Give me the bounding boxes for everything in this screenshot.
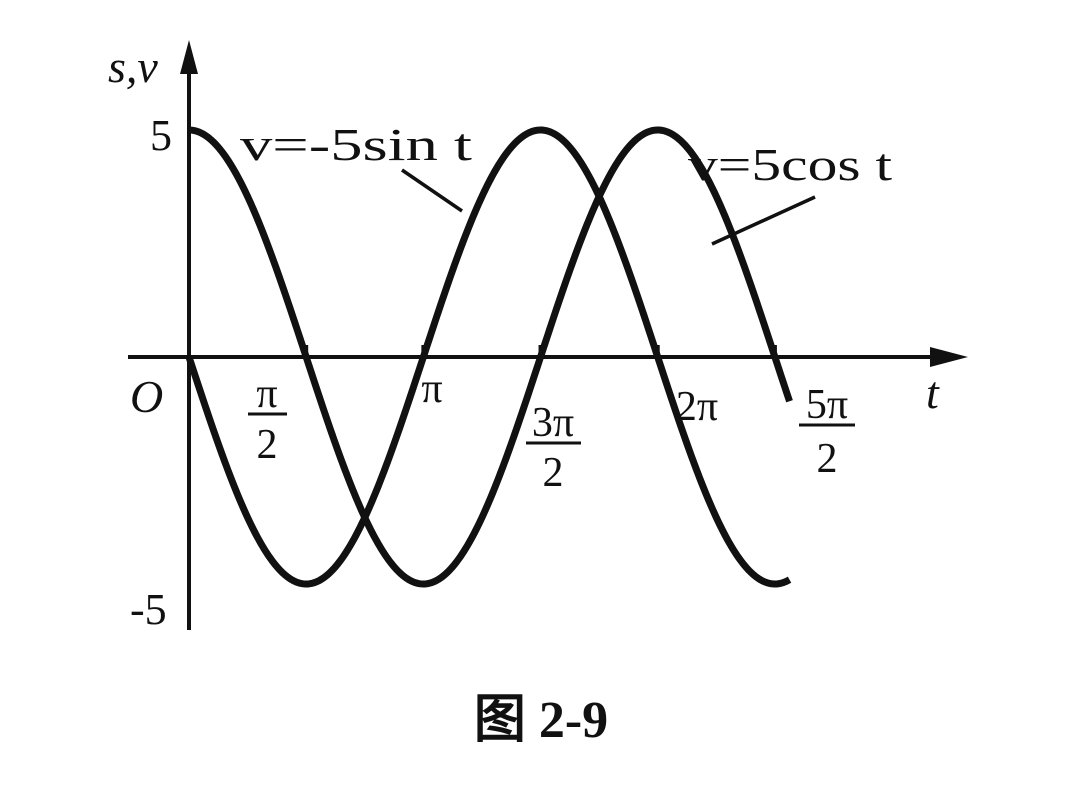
series-cos-curve (187, 126, 793, 588)
x-axis-arrow-icon (930, 347, 968, 367)
y-tick-label-max: 5 (150, 111, 172, 160)
x-axis-label: t (926, 367, 940, 418)
annotation-neg-sin: v=-5sin t (240, 119, 472, 170)
x-tick-den-half-pi: 2 (257, 422, 278, 468)
x-tick-den-five-half-pi: 2 (817, 436, 838, 482)
x-tick-three-half-pi: 3π 2 (526, 400, 581, 496)
x-tick-num-five-half-pi: 5π (806, 382, 848, 428)
leader-line-neg-sin (401, 168, 463, 213)
x-tick-pi: π (421, 366, 442, 412)
y-tick-label-min: -5 (130, 585, 167, 634)
leader-line-cos (711, 195, 816, 246)
x-tick-num-half-pi: π (256, 371, 277, 417)
x-tick-five-half-pi: 5π 2 (799, 382, 855, 482)
series-neg-sin-curve (185, 126, 792, 588)
y-axis-arrow-icon (180, 40, 198, 74)
origin-label: O (130, 371, 163, 422)
x-tick-num-three-half-pi: 3π (532, 400, 574, 446)
y-axis-label: s,v (108, 41, 158, 92)
x-tick-half-pi: π 2 (248, 371, 287, 468)
figure-caption: 图 2-9 (474, 692, 608, 749)
x-tick-den-three-half-pi: 2 (543, 450, 564, 496)
annotation-cos: v=5cos t (688, 139, 892, 190)
